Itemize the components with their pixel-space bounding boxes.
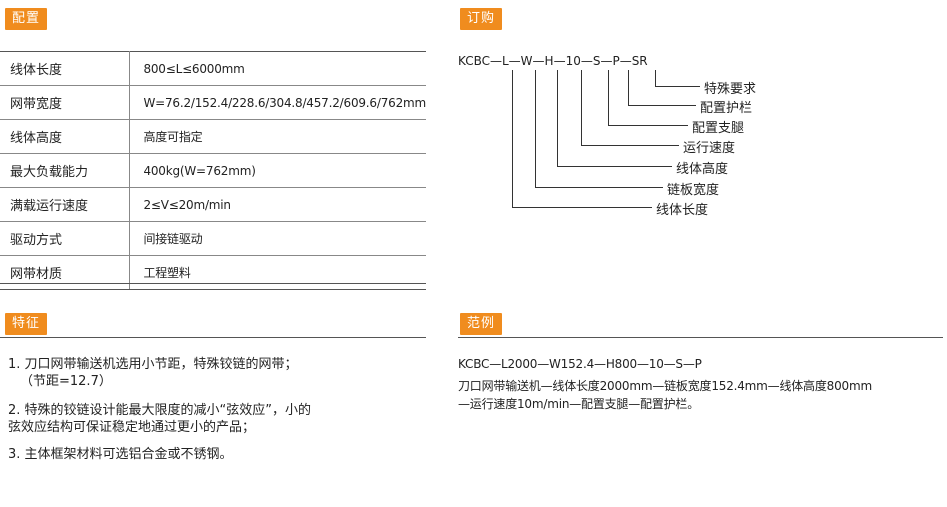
order-label-height: 线体高度 (676, 162, 729, 177)
connector-line (655, 70, 656, 86)
spec-value: W=76.2/152.4/228.6/304.8/457.2/609.6/762… (129, 85, 426, 120)
spec-label: 线体高度 (0, 119, 131, 154)
feature-item: 弦效应结构可保证稳定地通过更小的产品； (8, 420, 256, 435)
connector-line (628, 70, 629, 105)
spec-value: 高度可指定 (129, 119, 426, 154)
spec-label: 驱动方式 (0, 221, 131, 256)
order-label-special: 特殊要求 (704, 82, 757, 97)
example-code: KCBC—L2000—W152.4—H800—10—S—P (458, 357, 702, 371)
connector-line (581, 70, 582, 145)
connector-line (608, 125, 688, 126)
connector-line (655, 86, 700, 87)
connector-line (535, 187, 663, 188)
spec-label: 线体长度 (0, 51, 131, 86)
connector-line (512, 207, 652, 208)
order-code: KCBC—L—W—H—10—S—P—SR (458, 54, 648, 68)
feature-item: 1. 刀口网带输送机选用小节距，特殊铰链的网带； (8, 357, 298, 372)
features-top-rule (0, 337, 426, 338)
spec-label: 网带宽度 (0, 85, 131, 120)
section-tag-config: 配置 (5, 8, 48, 30)
connector-line (628, 105, 696, 106)
connector-line (535, 70, 536, 187)
order-label-width: 链板宽度 (667, 183, 720, 198)
spec-value: 800≤L≤6000mm (129, 51, 426, 86)
order-label-length: 线体长度 (656, 203, 709, 218)
order-label-guardrail: 配置护栏 (700, 101, 753, 116)
feature-item: 3. 主体框架材料可选铝合金或不锈钢。 (8, 447, 233, 462)
connector-line (557, 166, 672, 167)
spec-value: 400kg(W=762mm) (129, 153, 426, 188)
order-label-speed: 运行速度 (683, 141, 736, 156)
order-label-legs: 配置支腿 (692, 121, 745, 136)
connector-line (608, 70, 609, 125)
connector-line (512, 70, 513, 207)
example-line: —运行速度10m/min—配置支腿—配置护栏。 (458, 397, 700, 411)
config-bottom-rule (0, 283, 426, 284)
spec-label: 网带材质 (0, 255, 131, 290)
spec-value: 2≤V≤20m/min (129, 187, 426, 222)
spec-value: 工程塑料 (129, 255, 426, 290)
table-row: 网带材质工程塑料 (0, 255, 426, 290)
section-tag-example: 范例 (460, 313, 503, 335)
example-top-rule (458, 337, 943, 338)
table-row: 驱动方式间接链驱动 (0, 221, 426, 256)
connector-line (557, 70, 558, 166)
feature-item: 2. 特殊的铰链设计能最大限度的减小“弦效应”，小的 (8, 403, 312, 418)
example-line: 刀口网带输送机—线体长度2000mm—链板宽度152.4mm—线体高度800mm (458, 379, 872, 393)
feature-item: （节距=12.7） (20, 374, 112, 389)
spec-value: 间接链驱动 (129, 221, 426, 256)
section-tag-features: 特征 (5, 313, 48, 335)
spec-label: 最大负载能力 (0, 153, 131, 188)
section-tag-order: 订购 (460, 8, 503, 30)
table-row: 线体高度高度可指定 (0, 119, 426, 154)
connector-line (581, 145, 679, 146)
spec-label: 满载运行速度 (0, 187, 131, 222)
